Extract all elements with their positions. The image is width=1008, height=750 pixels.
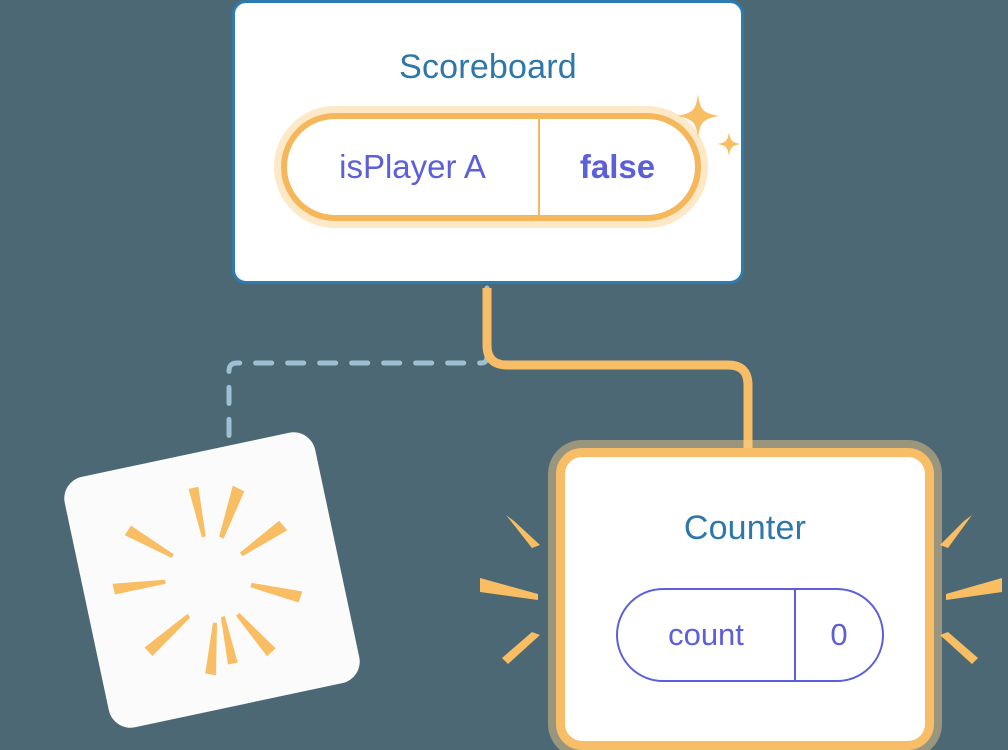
scoreboard-state-pill[interactable]: isPlayer A false <box>281 113 701 221</box>
counter-state-value: 0 <box>830 617 848 652</box>
scoreboard-state-key: isPlayer A <box>287 119 540 215</box>
burst-rays-blank-card-icon <box>112 485 303 676</box>
counter-state-key: count <box>618 590 796 680</box>
counter-state-pill[interactable]: count 0 <box>616 588 884 682</box>
counter-card[interactable]: Counter count 0 <box>556 448 934 750</box>
connector-solid-scoreboard-to-counter <box>482 288 753 460</box>
scoreboard-title: Scoreboard <box>399 48 577 86</box>
scoreboard-state-value: false <box>579 148 656 185</box>
counter-title: Counter <box>683 509 807 547</box>
blank-placeholder-card[interactable] <box>60 428 364 732</box>
scoreboard-card[interactable]: Scoreboard isPlayer A false <box>232 0 744 284</box>
